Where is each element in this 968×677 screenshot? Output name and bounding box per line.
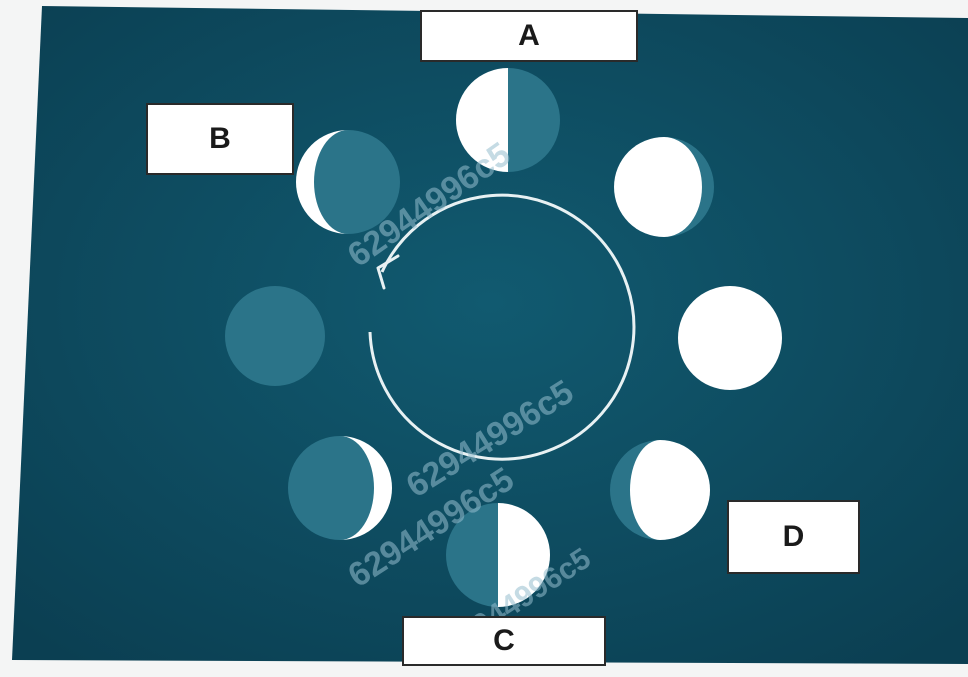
label-a: A	[420, 10, 638, 62]
moon-phase-a	[456, 68, 560, 172]
moon-phase-new	[225, 286, 325, 386]
moon-phase-waning-gibbous	[614, 137, 714, 237]
moon-phase-full	[678, 286, 782, 390]
moon-phase-waxing-crescent	[288, 436, 392, 540]
label-b: B	[146, 103, 294, 175]
moon-phase-c	[446, 503, 550, 607]
label-d: D	[727, 500, 860, 574]
moon-phase-b	[296, 130, 400, 234]
moon-phase-d	[610, 440, 710, 540]
label-c: C	[402, 616, 606, 666]
